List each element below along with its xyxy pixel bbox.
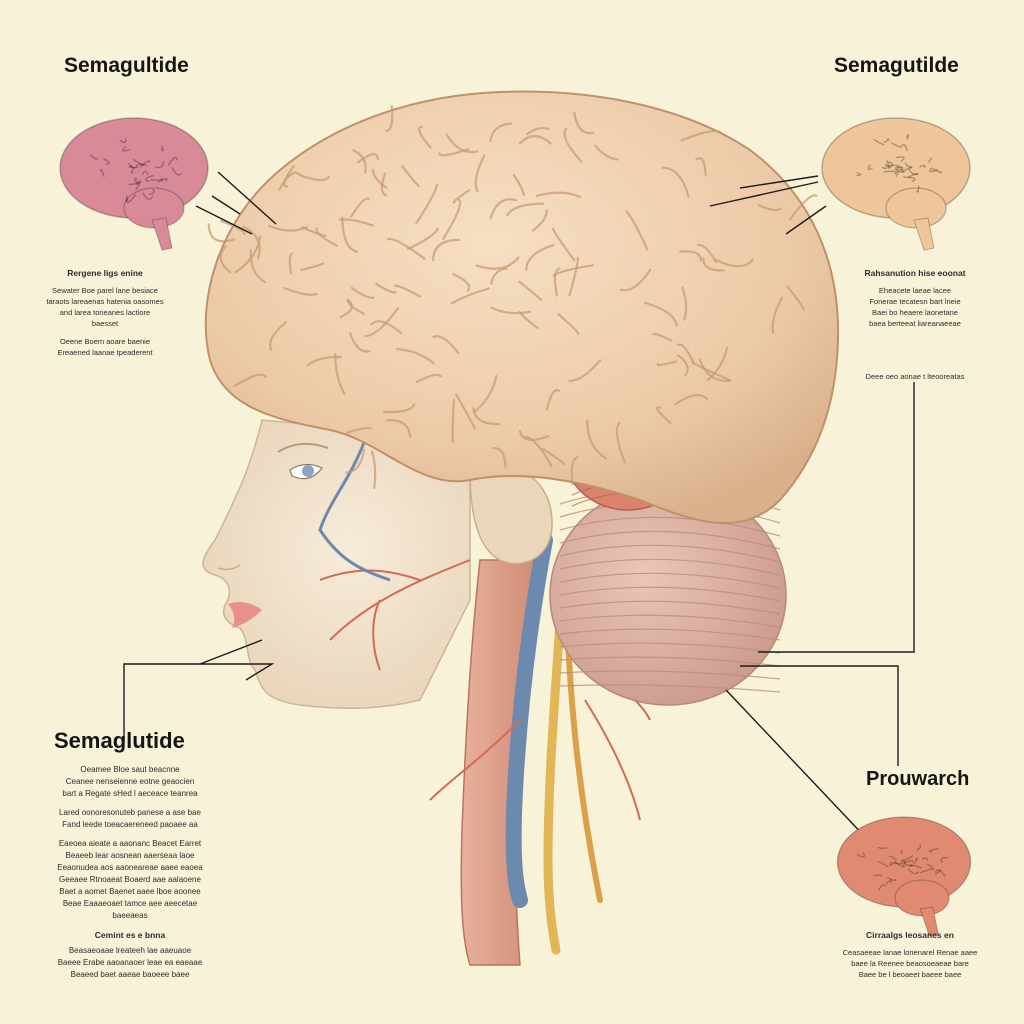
blurb-heading: Rergene ligs enine xyxy=(67,268,143,278)
blurb-top-right: Rahsanution hise eoonat Eheacete laeae l… xyxy=(830,268,1000,329)
eyebrow xyxy=(277,442,329,453)
ear xyxy=(469,463,553,565)
blurb-top-left: Rergene ligs enine Sewater Boe parel lan… xyxy=(20,268,190,358)
label-bottom-left: Semaglutide xyxy=(54,728,185,753)
brain-icon-salmon xyxy=(836,816,972,937)
vein-face xyxy=(318,439,391,582)
leader-lines xyxy=(123,171,915,841)
nerve-2 xyxy=(565,637,603,903)
blurb-bottom-right: Cirraalgs leosanes en Ceasaeeae lanae lo… xyxy=(815,930,1005,980)
artery-face xyxy=(319,559,471,671)
nerve xyxy=(543,615,565,955)
nostril xyxy=(217,564,241,571)
blurb-heading: Cirraalgs leosanes en xyxy=(866,930,954,940)
lips xyxy=(228,602,262,628)
blurb-footer-heading: Cemint es e bnna xyxy=(94,930,166,940)
cortex-gyri xyxy=(207,105,818,490)
iris xyxy=(302,465,314,477)
blurb-bottom-left: Oeamee Bloe saut beacnne Ceanee nenseien… xyxy=(30,764,230,981)
label-top-left: Semagultide xyxy=(64,54,189,77)
blurb-heading: Rahsanution hise eoonat xyxy=(864,268,966,278)
brain-icon-pink xyxy=(59,117,209,251)
vein xyxy=(505,532,553,908)
brain-icon-beige xyxy=(821,117,971,251)
face-profile xyxy=(202,419,471,710)
blurb-top-right-secondary: Deee oeo aonae t lteooreatas xyxy=(865,372,965,381)
label-top-right: Semagutilde xyxy=(834,54,959,77)
label-bottom-right: Prouwarch xyxy=(866,768,970,790)
